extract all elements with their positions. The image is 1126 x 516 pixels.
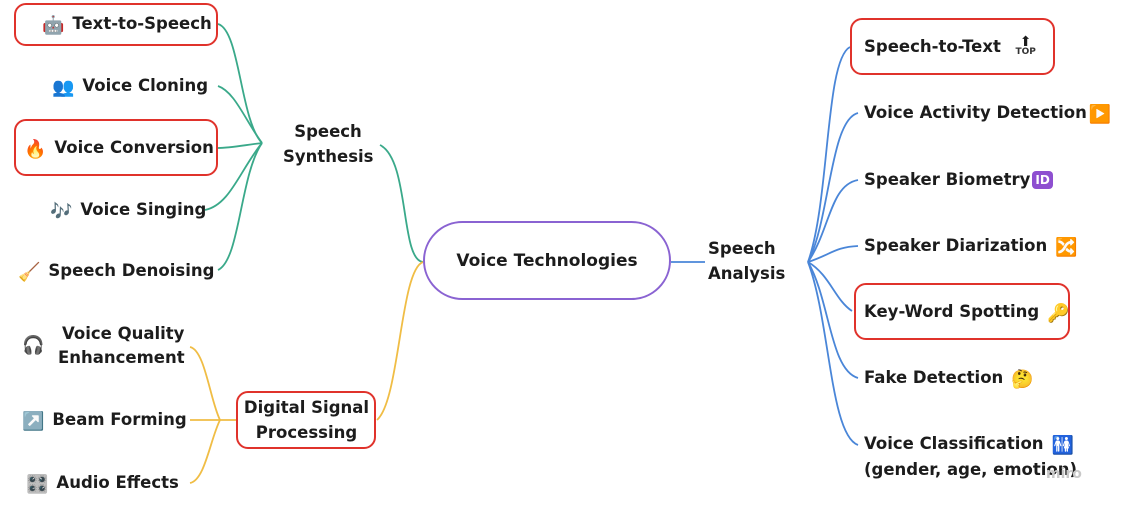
play-button-icon: ▶️ xyxy=(1088,104,1112,125)
node-voice-classification[interactable]: Voice Classification 🚻 (gender, age, emot… xyxy=(864,432,1077,482)
branch-label-line2: Processing xyxy=(255,423,358,442)
node-label: Speaker Diarization xyxy=(864,236,1048,255)
node-voice-cloning[interactable]: 👥 Voice Cloning xyxy=(52,74,208,100)
node-fake-detection[interactable]: Fake Detection 🤔 xyxy=(864,366,1034,392)
branch-label-line1: Digital Signal xyxy=(243,398,370,417)
thinking-face-icon: 🤔 xyxy=(1011,369,1034,390)
branch-label-line2: Synthesis xyxy=(283,147,374,166)
link-vad xyxy=(807,112,859,263)
node-label-line2: Enhancement xyxy=(58,348,185,367)
node-label: Speech-to-Text xyxy=(864,37,1001,56)
people-icon: 👥 xyxy=(52,77,75,98)
link-conversion xyxy=(217,142,263,149)
center-label: Voice Technologies xyxy=(456,250,638,271)
node-speech-to-text[interactable]: Speech-to-Text ⬆ TOP xyxy=(864,35,1037,59)
link-cloning xyxy=(217,85,263,144)
node-label: Voice Singing xyxy=(80,200,207,219)
node-speaker-diarization[interactable]: Speaker Diarization 🔀 xyxy=(864,234,1078,260)
node-label: Speech Denoising xyxy=(48,261,215,280)
node-label: Speaker Biometry xyxy=(864,170,1031,189)
branch-speech-synthesis[interactable]: Speech Synthesis xyxy=(283,119,374,169)
branch-label-line1: Speech xyxy=(708,239,776,258)
node-label: Voice Activity Detection xyxy=(864,103,1087,122)
node-label: Fake Detection xyxy=(864,368,1004,387)
headphones-icon: 🎧 xyxy=(22,335,45,356)
link-synthesis-to-center xyxy=(379,144,424,263)
link-singing xyxy=(204,142,263,211)
link-vqe xyxy=(189,346,221,421)
link-dsp-to-center xyxy=(376,261,424,421)
link-kws xyxy=(807,261,853,312)
link-denoising xyxy=(217,142,263,271)
fire-icon: 🔥 xyxy=(24,139,47,160)
center-node[interactable]: Voice Technologies xyxy=(423,221,671,300)
node-label: Voice Conversion xyxy=(54,138,214,157)
node-beam-forming[interactable]: ↗️ Beam Forming xyxy=(22,408,187,434)
node-audio-effects[interactable]: 🎛️ Audio Effects xyxy=(26,471,179,497)
link-classification xyxy=(807,261,859,446)
link-biometry xyxy=(807,179,859,263)
broom-icon: 🧹 xyxy=(18,262,41,283)
node-speech-denoising[interactable]: 🧹 Speech Denoising xyxy=(18,259,214,285)
arrow-up-right-icon: ↗️ xyxy=(22,411,45,432)
node-label-line1: Voice Quality xyxy=(62,324,185,343)
node-voice-activity-detection[interactable]: Voice Activity Detection▶️ xyxy=(864,101,1111,127)
id-icon: ID xyxy=(1032,171,1053,189)
highlight-dsp xyxy=(236,391,376,449)
node-label: Audio Effects xyxy=(56,473,179,492)
link-fake xyxy=(807,261,859,379)
link-stt xyxy=(807,46,851,263)
top-arrow-icon: ⬆ TOP xyxy=(1015,34,1036,57)
node-text-to-speech[interactable]: 🤖 Text-to-Speech xyxy=(42,12,212,38)
branch-label-line2: Analysis xyxy=(708,264,786,283)
highlight-kws xyxy=(854,283,1070,340)
node-voice-quality-enhancement[interactable]: 🎧 Voice Quality Enhancement xyxy=(22,322,185,370)
link-effects xyxy=(189,419,221,484)
node-label: Key-Word Spotting xyxy=(864,302,1040,321)
link-tts xyxy=(217,23,263,144)
node-voice-conversion[interactable]: 🔥 Voice Conversion xyxy=(24,136,214,162)
miro-watermark: miro xyxy=(1046,466,1082,482)
restroom-icon: 🚻 xyxy=(1051,435,1074,456)
node-label: Text-to-Speech xyxy=(72,14,212,33)
music-notes-icon: 🎶 xyxy=(50,201,73,222)
node-key-word-spotting[interactable]: Key-Word Spotting 🔑 xyxy=(864,300,1070,326)
branch-label-line1: Speech xyxy=(294,122,362,141)
highlight-tts xyxy=(14,3,218,46)
node-label-line2: (gender, age, emotion) xyxy=(864,460,1078,479)
node-label: Beam Forming xyxy=(52,410,187,429)
node-label: Voice Cloning xyxy=(82,76,209,95)
node-voice-singing[interactable]: 🎶 Voice Singing xyxy=(50,198,206,224)
shuffle-icon: 🔀 xyxy=(1055,237,1078,258)
robot-icon: 🤖 xyxy=(42,15,65,36)
highlight-voice-conversion xyxy=(14,119,218,176)
branch-speech-analysis[interactable]: Speech Analysis xyxy=(708,236,788,286)
branch-digital-signal-processing[interactable]: Digital Signal Processing xyxy=(240,395,373,445)
key-icon: 🔑 xyxy=(1047,303,1070,324)
control-knobs-icon: 🎛️ xyxy=(26,474,49,495)
link-diarization xyxy=(807,245,859,263)
highlight-stt xyxy=(850,18,1055,75)
node-label-line1: Voice Classification xyxy=(864,434,1044,453)
